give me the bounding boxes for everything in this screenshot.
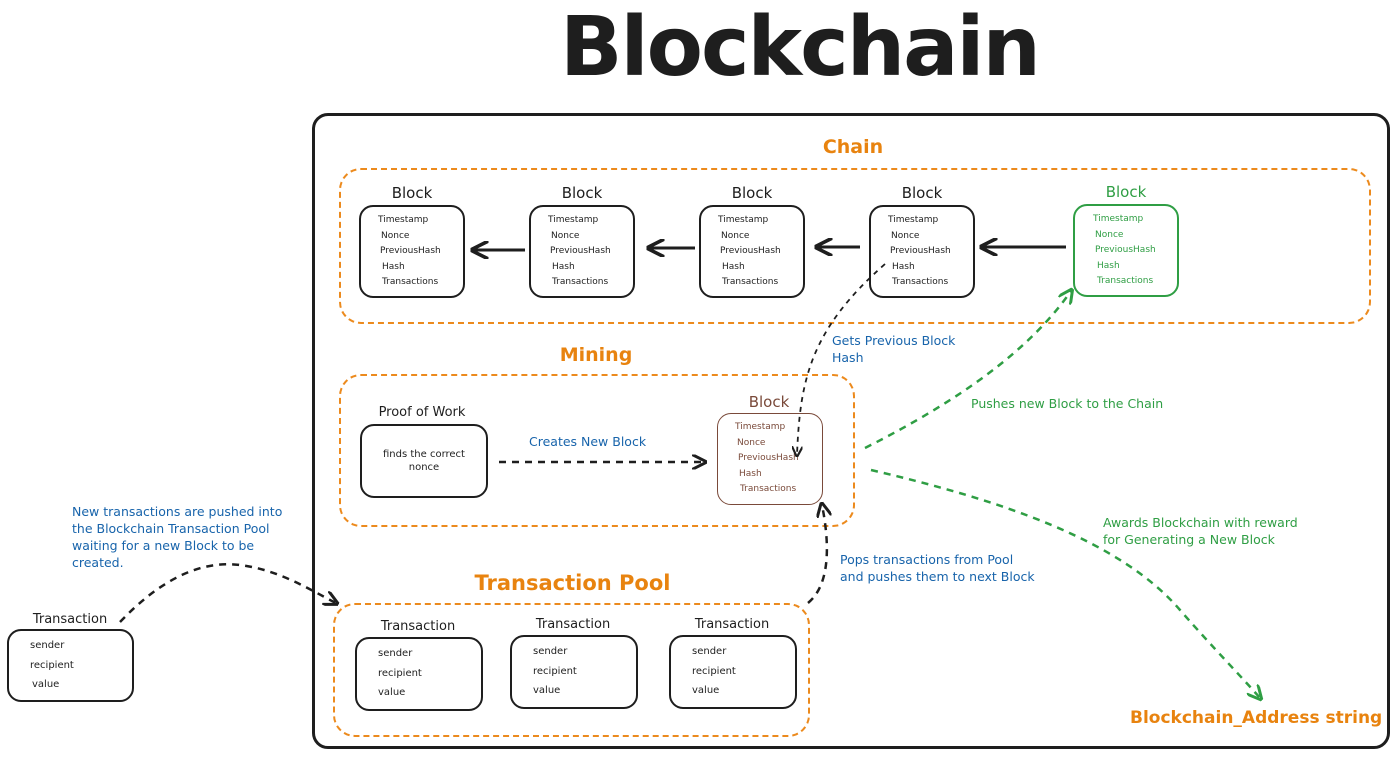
blockchain-address-label: Blockchain_Address string [1130, 708, 1383, 728]
incoming-transaction-arrow [119, 563, 336, 623]
note-line: for Generating a New Block [1103, 532, 1275, 547]
chain-group [339, 168, 1371, 324]
note-line: Pops transactions from Pool [840, 552, 1014, 567]
proof-of-work-body: finds the correct nonce [383, 449, 465, 473]
gets-previous-hash-arrow [797, 263, 886, 455]
block-field: Transactions [892, 277, 949, 288]
block-field: Timestamp [548, 215, 599, 225]
chain-block-1[interactable]: Timestamp Nonce PreviousHash Hash Transa… [359, 205, 465, 298]
note-line: created. [72, 555, 124, 570]
incoming-tx-title: Transaction [32, 612, 108, 627]
pool-tx-1-title: Transaction [380, 619, 456, 634]
note-line: Hash [832, 350, 864, 365]
note-line: Awards Blockchain with reward [1103, 515, 1298, 530]
block-field: Hash [722, 261, 745, 272]
note-line: Gets Previous Block [832, 333, 956, 348]
tx-field: value [692, 685, 720, 696]
block-field: Nonce [737, 437, 766, 448]
note-line: waiting for a new Block to be [72, 538, 255, 553]
mining-group [339, 374, 855, 527]
pool-tx-3[interactable]: sender recipient value [669, 635, 797, 709]
block-field: Hash [552, 261, 575, 272]
award-arrow [870, 468, 1260, 698]
pool-tx-2[interactable]: sender recipient value [510, 635, 638, 709]
chain-block-5-title: Block [1105, 183, 1147, 201]
proof-of-work-box[interactable] [360, 424, 488, 498]
chain-block-2-title: Block [561, 184, 603, 202]
mining-new-block[interactable]: Timestamp Nonce PreviousHash Hash Transa… [717, 413, 823, 505]
chain-block-4[interactable]: Timestamp Nonce PreviousHash Hash Transa… [869, 205, 975, 298]
block-field: PreviousHash [890, 246, 951, 257]
chain-block-3[interactable]: Timestamp Nonce PreviousHash Hash Transa… [699, 205, 805, 298]
chain-block-2[interactable]: Timestamp Nonce PreviousHash Hash Transa… [529, 205, 635, 298]
pops-transactions-note: Pops transactions from Pool and pushes t… [840, 551, 1035, 585]
chain-block-4-title: Block [901, 184, 943, 202]
tx-field: value [32, 679, 60, 690]
proof-of-work-title: Proof of Work [378, 405, 466, 420]
block-field: Nonce [1095, 229, 1124, 240]
pops-transactions-arrow [807, 505, 827, 604]
tx-field: value [533, 685, 561, 696]
gets-previous-hash-note: Gets Previous Block Hash [832, 332, 955, 366]
block-field: Timestamp [888, 215, 939, 225]
chain-block-1-title: Block [391, 184, 433, 202]
block-field: Transactions [382, 277, 439, 288]
block-field: Timestamp [735, 422, 786, 432]
block-field: PreviousHash [380, 246, 441, 257]
block-field: Transactions [722, 277, 779, 288]
block-field: PreviousHash [720, 246, 781, 257]
transaction-pool-label: Transaction Pool [474, 571, 671, 595]
block-field: Nonce [721, 230, 750, 241]
push-block-arrow [864, 291, 1071, 450]
block-field: Timestamp [1093, 214, 1144, 224]
pool-tx-1[interactable]: sender recipient value [355, 637, 483, 711]
new-transactions-note: New transactions are pushed into the Blo… [72, 503, 282, 571]
mining-label: Mining [559, 344, 633, 366]
block-field: Nonce [551, 230, 580, 241]
tx-field: sender [692, 646, 727, 657]
block-field: PreviousHash [1095, 245, 1156, 256]
blockchain-frame [312, 113, 1390, 749]
block-field: Hash [892, 261, 915, 272]
awards-note: Awards Blockchain with reward for Genera… [1103, 514, 1298, 548]
tx-field: value [378, 687, 406, 698]
block-field: Hash [739, 468, 762, 479]
note-line: New transactions are pushed into [72, 504, 283, 519]
tx-field: sender [378, 648, 413, 659]
block-field: Transactions [740, 484, 797, 495]
pool-tx-2-title: Transaction [535, 617, 611, 632]
block-field: Timestamp [718, 215, 769, 225]
creates-new-block-label: Creates New Block [529, 434, 647, 449]
pushes-new-block-note: Pushes new Block to the Chain [971, 396, 1164, 411]
tx-field: sender [30, 640, 65, 651]
block-field: Nonce [381, 230, 410, 241]
transaction-pool-group [333, 603, 810, 737]
block-field: Timestamp [378, 215, 429, 225]
mining-block-title: Block [748, 393, 790, 411]
block-field: Hash [1097, 260, 1120, 271]
block-field: Transactions [552, 277, 609, 288]
incoming-tx[interactable]: sender recipient value [7, 629, 134, 702]
tx-field: sender [533, 646, 568, 657]
note-line: the Blockchain Transaction Pool [72, 521, 270, 536]
tx-field: recipient [378, 667, 422, 679]
block-field: PreviousHash [738, 453, 799, 464]
chain-block-3-title: Block [731, 184, 773, 202]
chain-block-5-new[interactable]: Timestamp Nonce PreviousHash Hash Transa… [1073, 204, 1179, 297]
tx-field: recipient [692, 665, 736, 677]
block-field: Transactions [1097, 276, 1154, 287]
tx-field: recipient [533, 665, 577, 677]
block-field: Nonce [891, 230, 920, 241]
block-field: Hash [382, 261, 405, 272]
chain-label: Chain [822, 136, 884, 158]
pool-tx-3-title: Transaction [694, 617, 770, 632]
note-line: and pushes them to next Block [840, 569, 1035, 584]
tx-field: recipient [30, 659, 74, 671]
diagram-title: Blockchain [560, 0, 1041, 95]
block-field: PreviousHash [550, 246, 611, 257]
